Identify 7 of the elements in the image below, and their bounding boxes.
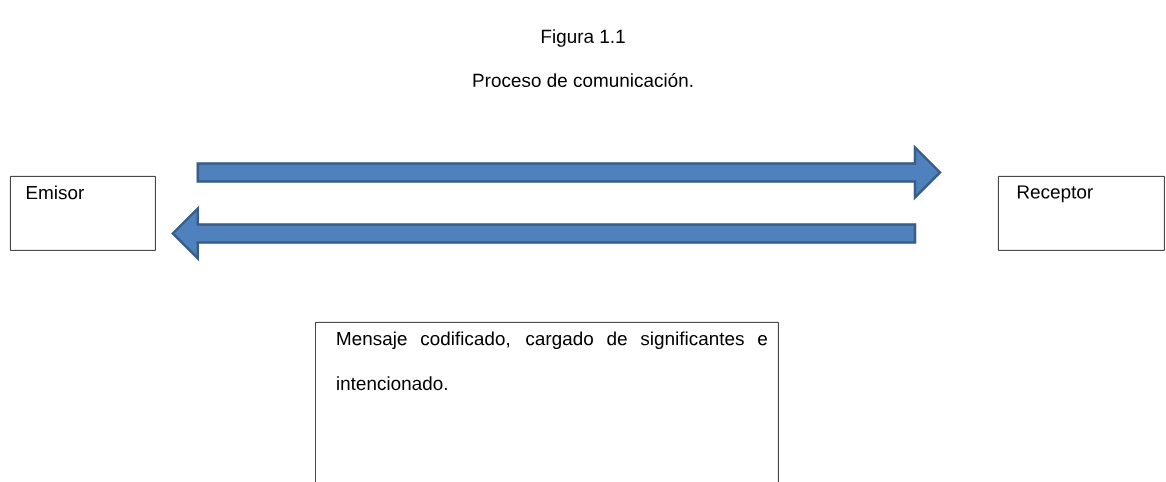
message-box: Mensaje codificado, cargado de significantes e intencionado. (315, 322, 779, 482)
block-arrow (171, 205, 917, 262)
figure-caption: Proceso de comunicación. (473, 72, 693, 88)
receiver-box: Receptor (998, 176, 1165, 251)
block-arrow (196, 144, 942, 201)
figure-title: Figura 1.1 (541, 29, 625, 47)
sender-box: Emisor (10, 176, 156, 251)
